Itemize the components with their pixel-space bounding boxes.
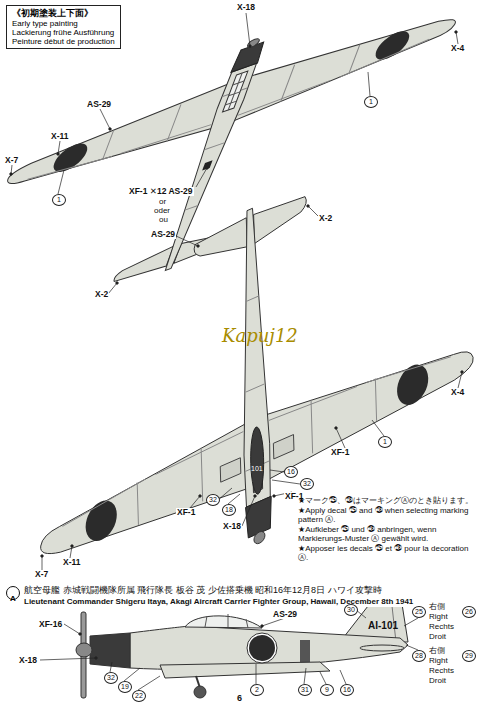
- side-note: Rechts: [428, 623, 455, 632]
- callout-number: 18: [222, 504, 236, 516]
- callout-number: 28: [412, 650, 426, 662]
- callout-number: 1: [52, 194, 66, 206]
- note-text: ★マーク㉕、㉘はマーキングⒶのとき貼ります。: [298, 497, 474, 506]
- callout-number: 2: [250, 684, 264, 696]
- side-note: Right: [428, 657, 449, 666]
- callout-number: 9: [320, 684, 334, 696]
- paint-code: AS-29: [272, 610, 298, 619]
- note-text: ★Aufkleber ㉕ und ㉘ anbringen, wenn Marki…: [298, 526, 474, 544]
- side-note: 右側: [428, 647, 446, 656]
- callout-number: 31: [298, 684, 312, 696]
- side-note: or: [158, 198, 167, 207]
- side-note: oder: [153, 207, 171, 216]
- heading-box: 《初期塗装上下面》Early type paintingLackierung f…: [6, 5, 121, 49]
- node-text: Peinture début de production: [12, 37, 115, 46]
- paint-code: X-18: [222, 522, 242, 531]
- callout-number: 25: [412, 606, 426, 618]
- paint-code: AS-29: [150, 230, 176, 239]
- callout-number: 26: [462, 606, 476, 618]
- paint-code: X-7: [4, 156, 19, 165]
- callout-number: 32: [300, 478, 314, 490]
- marking-circle: A: [6, 586, 20, 600]
- paint-code: X-4: [450, 44, 465, 53]
- paint-code: X-7: [34, 570, 49, 579]
- paint-code: X-4: [450, 388, 465, 397]
- paint-code: XF-1: [176, 508, 196, 517]
- paint-code: X-2: [318, 214, 333, 223]
- node-text: A: [10, 594, 16, 603]
- paint-code: X-18: [236, 3, 256, 12]
- callout-number: 29: [462, 650, 476, 662]
- callout-number: 32: [206, 494, 220, 506]
- callout-number: 22: [132, 690, 146, 702]
- callout-number: 16: [340, 684, 354, 696]
- side-note: Droit: [428, 677, 447, 686]
- tail-code: AI-101: [368, 620, 398, 631]
- side-note: Rechts: [428, 667, 455, 676]
- side-note: ou: [158, 216, 169, 225]
- section-title: 航空母艦 赤城戦闘機隊所属 飛行隊長 板谷 茂 少佐搭乗機 昭和16年12月8日…: [24, 586, 382, 596]
- tank-number: 101: [251, 465, 263, 473]
- callout-number: 1: [378, 436, 392, 448]
- paint-code: AS-29: [86, 100, 112, 109]
- paint-code: X-11: [62, 558, 82, 567]
- node-text: Early type painting: [12, 19, 115, 28]
- side-note: Right: [428, 613, 449, 622]
- callout-number: 16: [284, 466, 298, 478]
- node-text: Lackierung frühe Ausführung: [12, 28, 115, 37]
- callout-number: 30: [344, 604, 358, 616]
- paint-code: XF-1: [330, 448, 350, 457]
- side-note: Droit: [428, 633, 447, 642]
- paint-code: XF-16: [38, 620, 63, 629]
- callout-number: 1: [364, 96, 378, 108]
- note-text: ★Apply decal ㉕ and ㉘ when selecting mark…: [298, 507, 474, 525]
- watermark: Kapuj12: [222, 326, 298, 346]
- callout-number: 19: [118, 681, 132, 693]
- paint-code: X-2: [94, 290, 109, 299]
- side-note: 右側: [428, 603, 446, 612]
- paint-code: X-11: [50, 132, 70, 141]
- paint-code: XF-1 ✕12 AS-29: [128, 187, 194, 196]
- page-number: 6: [237, 694, 242, 704]
- callout-number: 32: [104, 672, 118, 684]
- paint-code: X-18: [18, 656, 38, 665]
- node-text: 《初期塗装上下面》: [12, 8, 115, 19]
- note-text: ★Apposer les decals ㉕ et ㉘ pour la decor…: [298, 545, 474, 563]
